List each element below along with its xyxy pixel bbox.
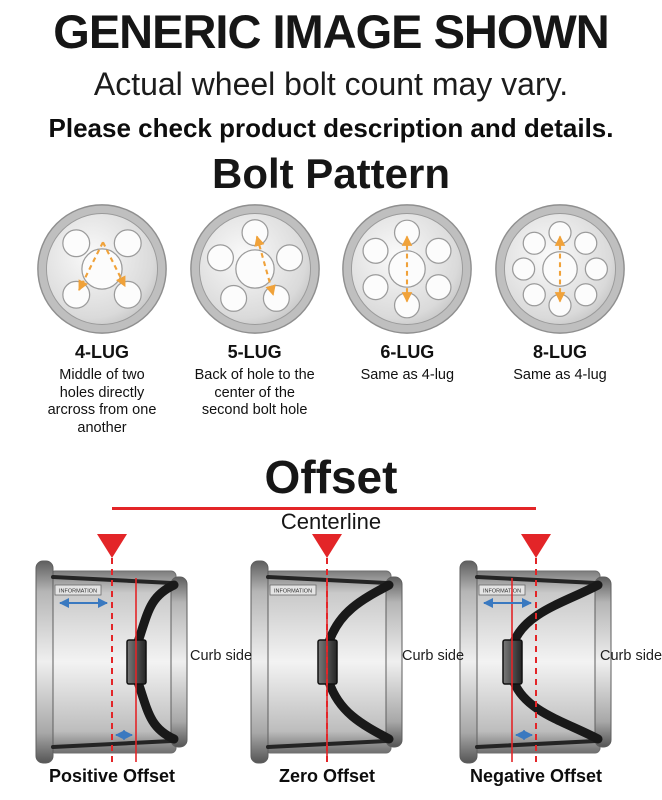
offset-type-label: Negative Offset (469, 766, 603, 786)
lug-wheel-6-icon (342, 204, 473, 334)
lug-label: 8-LUG (532, 342, 587, 362)
offset-diagram-positive: INFORMATION (28, 558, 196, 766)
lug-holes (511, 220, 608, 318)
bolt-pattern-heading: Bolt Pattern (211, 150, 450, 197)
barrel-label: INFORMATION (483, 589, 521, 595)
bolt-pattern-section: Bolt Pattern 4-LUG Middle of two holes d… (0, 150, 662, 438)
lug-wheel-5-icon (189, 204, 320, 334)
barrel-label: INFORMATION (274, 589, 312, 595)
lug-wheel-8-icon (495, 204, 625, 334)
centerline-marker-icon (521, 534, 551, 558)
barrel-label: INFORMATION (59, 589, 97, 595)
page-note: Please check product description and det… (48, 113, 614, 143)
wheel-cross-section-icon: INFORMATION (35, 558, 188, 766)
lug-description: Same as 4-lug (513, 367, 607, 383)
offset-diagram-negative: INFORMATION (452, 558, 620, 766)
lug-description: Middle of two holes directly arcross fro… (47, 367, 157, 437)
lug-holes (62, 229, 142, 309)
offset-section: Offset Centerline INFORMATION (0, 450, 662, 800)
centerline-marker-icon (312, 534, 342, 558)
lug-description: Same as 4-lug (360, 367, 455, 383)
lug-column-8: 8-LUG Same as 4-lug (484, 202, 636, 438)
lug-wheel-4-icon (37, 204, 167, 334)
centerline-bar (112, 507, 536, 510)
header: GENERIC IMAGE SHOWN Actual wheel bolt co… (0, 0, 662, 144)
centerline-label: Centerline (280, 509, 382, 534)
curb-side-label: Curb side (402, 648, 465, 664)
lug-column-6: 6-LUG Same as 4-lug (331, 202, 483, 438)
lug-label: 4-LUG (75, 342, 129, 362)
centerline-marker-icon (97, 534, 127, 558)
wheel-cross-section-icon: INFORMATION (459, 558, 612, 766)
curb-side-label: Curb side (600, 648, 662, 664)
lug-column-4: 4-LUG Middle of two holes directly arcro… (26, 202, 178, 438)
wheel-cross-section-icon: INFORMATION (250, 558, 403, 766)
lug-column-5: 5-LUG Back of hole to the center of the … (179, 202, 331, 438)
lug-label: 6-LUG (380, 342, 435, 362)
page-subtitle: Actual wheel bolt count may vary. (93, 66, 569, 102)
offset-heading: Offset (264, 451, 398, 503)
lug-holes (362, 219, 452, 319)
measure-lines (78, 241, 126, 291)
lug-description: Back of hole to the center of the second… (194, 367, 315, 419)
offset-diagram-zero: INFORMATION (243, 558, 411, 766)
lug-row: 4-LUG Middle of two holes directly arcro… (0, 198, 662, 438)
offset-type-label: Positive Offset (48, 766, 176, 786)
measure-lines (254, 235, 276, 296)
page-title: GENERIC IMAGE SHOWN (53, 5, 609, 58)
curb-side-label: Curb side (190, 648, 253, 664)
lug-label: 5-LUG (227, 342, 282, 362)
offset-type-label: Zero Offset (278, 766, 375, 786)
